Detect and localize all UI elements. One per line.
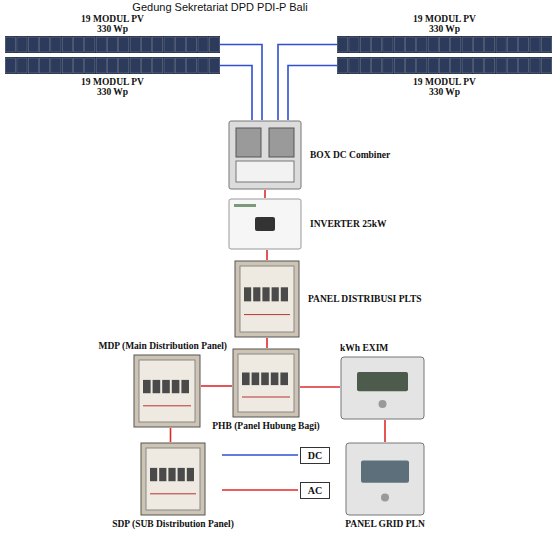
wire-connector — [266, 338, 268, 348]
node-label: 19 MODUL PV 330 Wp — [75, 77, 151, 97]
wire-connector — [201, 385, 232, 387]
node-label: INVERTER 25kW — [310, 219, 386, 229]
panel-illustration — [140, 442, 206, 516]
pv-array: 19 MODUL PV 330 Wp — [337, 57, 552, 74]
grid-illustration — [345, 442, 425, 516]
panel-illustration — [232, 348, 300, 418]
node-label: SDP (SUB Distribution Panel) — [112, 519, 234, 529]
pv-illustration — [5, 36, 220, 53]
pv-illustration — [337, 57, 552, 74]
node-label: 19 MODUL PV 330 Wp — [407, 77, 483, 97]
node-label: BOX DC Combiner — [310, 150, 390, 160]
wire-connector — [220, 45, 262, 121]
wire-connector — [384, 420, 386, 442]
dc-legend-line — [222, 454, 298, 456]
pv-illustration — [5, 57, 220, 74]
node-label: PANEL DISTRIBUSI PLTS — [308, 294, 422, 304]
node-label: PANEL GRID PLN — [345, 519, 425, 529]
grid-panel: PANEL GRID PLN — [345, 442, 425, 516]
combiner-box: BOX DC Combiner — [228, 120, 302, 190]
node-label: 19 MODUL PV 330 Wp — [75, 14, 151, 34]
node-label: PHB (Panel Hubung Bagi) — [212, 421, 319, 431]
wire-connector — [300, 386, 340, 388]
wire-connector — [264, 190, 266, 198]
meter-illustration — [340, 356, 425, 420]
diagram-title: Gedung Sekretariat DPD PDI-P Bali — [0, 1, 440, 13]
legend-item: AC — [300, 482, 330, 499]
wire-connector — [170, 428, 172, 442]
pv-array: 19 MODUL PV 330 Wp — [5, 57, 220, 74]
panel-illustration — [234, 260, 300, 338]
wire-connector — [266, 250, 268, 260]
ac-legend-line — [222, 489, 298, 491]
phb-panel: PHB (Panel Hubung Bagi) — [232, 348, 300, 418]
panel-illustration — [133, 354, 201, 428]
pv-illustration — [337, 36, 552, 53]
inverter: INVERTER 25kW — [228, 198, 302, 250]
node-label: kWh EXIM — [340, 343, 388, 353]
inverter-illustration — [228, 198, 302, 250]
pv-array: 19 MODUL PV 330 Wp — [5, 36, 220, 53]
node-label: 19 MODUL PV 330 Wp — [407, 14, 483, 34]
legend-item: DC — [300, 447, 330, 464]
wire-connector — [288, 66, 337, 121]
pv-array: 19 MODUL PV 330 Wp — [337, 36, 552, 53]
wire-connector — [278, 45, 337, 121]
sub-panel: SDP (SUB Distribution Panel) — [140, 442, 206, 516]
distribution-panel: PANEL DISTRIBUSI PLTS — [234, 260, 300, 338]
combiner-illustration — [228, 120, 302, 190]
main-panel: MDP (Main Distribution Panel) — [133, 354, 201, 428]
kwh-meter: kWh EXIM — [340, 356, 425, 420]
wire-connector — [220, 66, 252, 121]
node-label: MDP (Main Distribution Panel) — [98, 341, 227, 351]
